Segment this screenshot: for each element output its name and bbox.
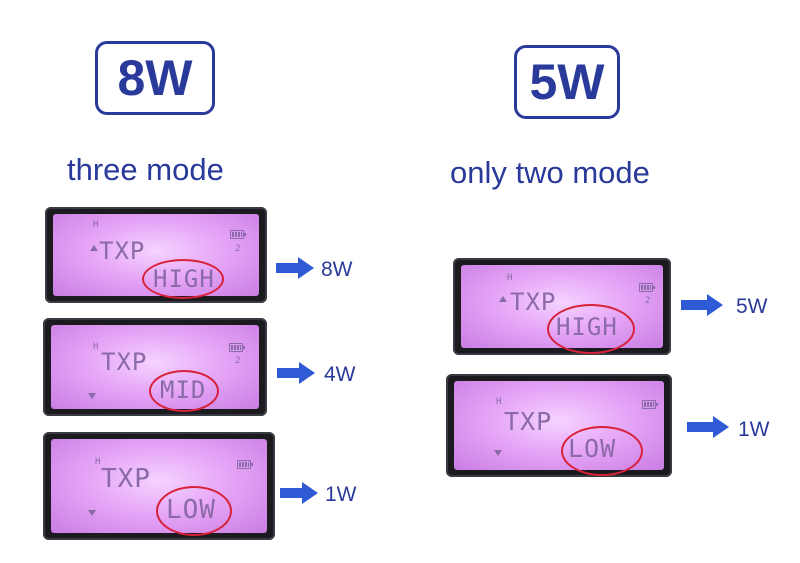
arrow-right-icon xyxy=(687,416,729,438)
lcd-panel-low: H TXP LOW xyxy=(446,374,672,477)
highlight-circle xyxy=(149,370,219,412)
lcd-prefix: TXP xyxy=(99,237,146,265)
arrow-right-icon xyxy=(280,482,318,504)
lcd-prefix: TXP xyxy=(510,288,557,316)
up-arrow-icon xyxy=(499,296,507,302)
lcd-panel-high: H TXP HIGH 2 xyxy=(45,207,267,303)
lcd-indicator: H xyxy=(93,220,99,230)
lcd-prefix: TXP xyxy=(504,407,553,436)
badge-8w: 8W xyxy=(95,41,215,115)
highlight-circle xyxy=(561,426,643,476)
battery-icon xyxy=(230,230,246,239)
lcd-indicator: H xyxy=(496,397,502,407)
lcd-indicator: H xyxy=(95,457,101,467)
lcd-panel-high: H TXP HIGH 2 xyxy=(453,258,671,355)
battery-icon xyxy=(229,343,245,352)
highlight-circle xyxy=(547,304,635,354)
output-label: 1W xyxy=(325,483,357,506)
arrow-right-icon xyxy=(277,362,315,384)
subtitle-only-two-mode: only two mode xyxy=(450,155,650,190)
lcd-panel-low: H TXP LOW xyxy=(43,432,275,540)
badge-5w: 5W xyxy=(514,45,620,119)
lcd-channel: 2 xyxy=(235,244,241,254)
highlight-circle xyxy=(156,486,232,536)
battery-icon xyxy=(642,400,658,409)
highlight-circle xyxy=(142,259,224,299)
lcd-prefix: TXP xyxy=(101,348,148,376)
lcd-prefix: TXP xyxy=(101,464,151,494)
output-label: 8W xyxy=(321,258,353,281)
down-arrow-icon xyxy=(88,510,96,516)
battery-icon xyxy=(639,283,655,292)
arrow-right-icon xyxy=(276,257,314,279)
battery-icon xyxy=(237,460,253,469)
lcd-panel-mid: H TXP MID 2 xyxy=(43,318,267,416)
subtitle-three-mode: three mode xyxy=(67,152,224,187)
lcd-channel: 2 xyxy=(645,296,651,306)
up-arrow-icon xyxy=(90,245,98,251)
down-arrow-icon xyxy=(494,450,502,456)
output-label: 5W xyxy=(736,295,768,318)
down-arrow-icon xyxy=(88,393,96,399)
lcd-channel: 2 xyxy=(235,356,241,366)
output-label: 4W xyxy=(324,363,356,386)
output-label: 1W xyxy=(738,418,770,441)
lcd-indicator: H xyxy=(507,273,513,283)
lcd-indicator: H xyxy=(93,342,99,352)
arrow-right-icon xyxy=(681,294,723,316)
